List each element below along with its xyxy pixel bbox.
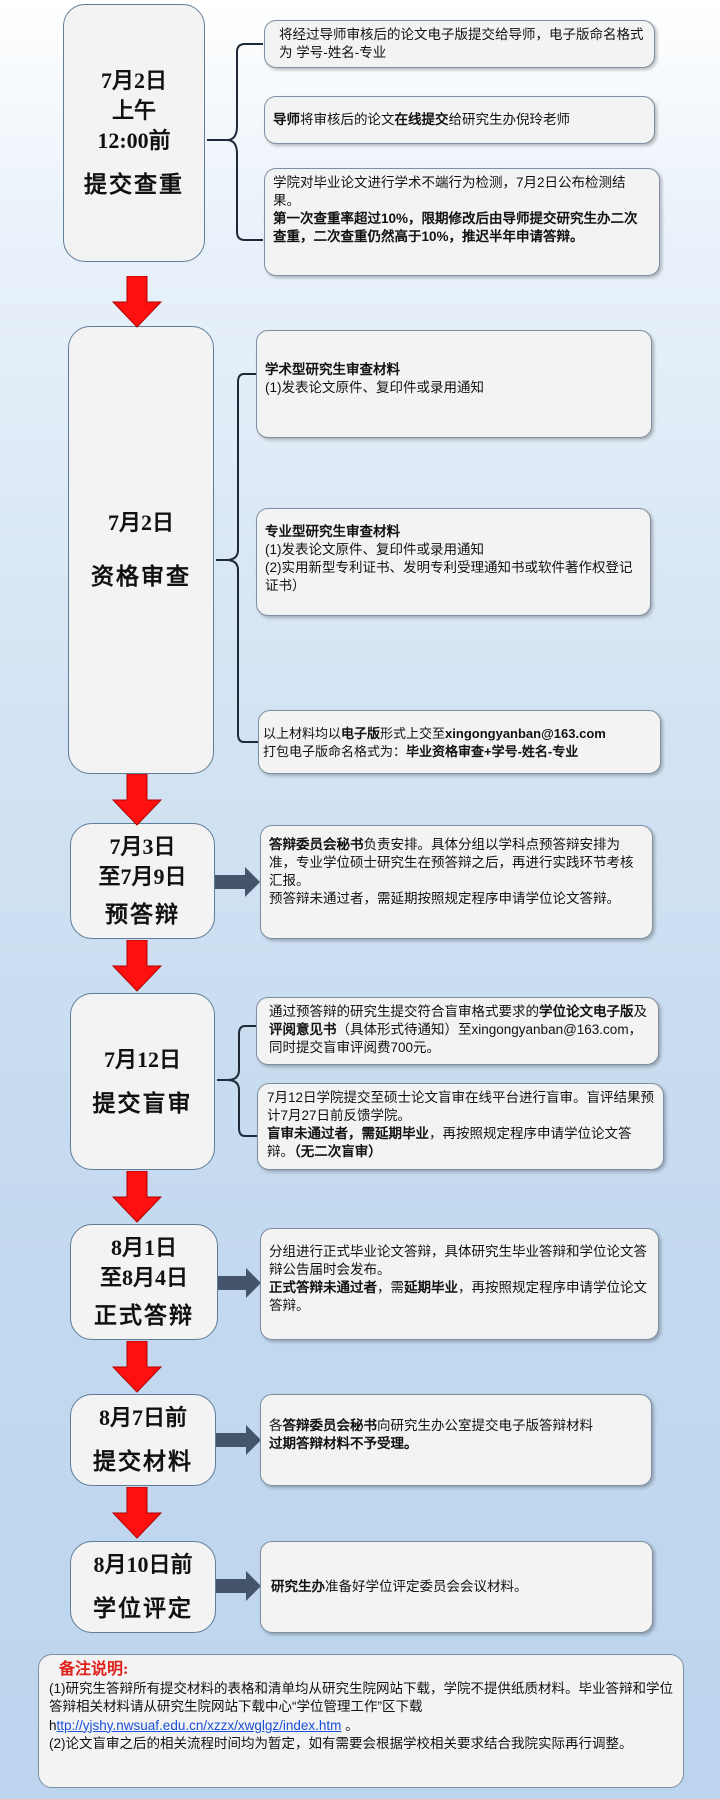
detail-box-electronic-submission: 以上材料均以电子版形式上交至xingongyanban@163.com 打包电子… <box>258 710 661 774</box>
stage-date-line: 12:00前 <box>97 128 171 153</box>
stage-date-line: 7月2日 <box>100 68 167 93</box>
detail-bold: 导师 <box>273 112 300 127</box>
stage-title: 提交盲审 <box>92 1090 193 1116</box>
detail-box-professional-materials: 专业型研究生审查材料 (1)发表论文原件、复印件或录用通知 (2)实用新型专利证… <box>256 508 651 616</box>
stage-date-line: 上午 <box>111 98 156 123</box>
detail-box-submit-materials: 各答辩委员会秘书向研究生办公室提交电子版答辩材料 过期答辩材料不予受理。 <box>260 1394 652 1486</box>
detail-text: 各 <box>269 1418 283 1433</box>
detail-text: 及 <box>633 1004 648 1019</box>
stage-date-line: 8月1日 <box>110 1235 177 1260</box>
detail-text: 打包电子版命名格式为： <box>263 744 407 759</box>
detail-bold: 评阅意见书 <box>269 1022 337 1037</box>
detail-text: 通过预答辩的研究生提交符合盲审格式要求的 <box>269 1004 539 1019</box>
detail-box-advisor-online: 导师将审核后的论文在线提交给研究生办倪玲老师 <box>264 96 655 144</box>
detail-text: 给研究生办倪玲老师 <box>448 112 571 127</box>
detail-text: 分组进行正式毕业论文答辩，具体研究生毕业答辩和学位论文答辩公告届时会发布。 <box>269 1244 647 1277</box>
arrow-down-icon <box>112 774 162 826</box>
stage-degree-evaluation: 8月10日前 学位评定 <box>70 1541 216 1633</box>
stage-date-line: 8月7日前 <box>98 1405 187 1430</box>
notes-text: (1)研究生答辩所有提交材料的表格和清单均从研究生院网站下载，学院不提供纸质材料… <box>49 1680 673 1715</box>
detail-box-academic-materials: 学术型研究生审查材料 (1)发表论文原件、复印件或录用通知 <box>256 330 652 438</box>
bracket-connector <box>217 1025 257 1137</box>
notes-text: h <box>49 1717 57 1733</box>
bracket-connector <box>216 373 260 743</box>
stage-formal-defense: 8月1日 至8月4日 正式答辩 <box>70 1224 218 1340</box>
arrow-down-icon <box>112 1341 162 1393</box>
stage-date-line: 至7月9日 <box>98 864 187 889</box>
detail-text: 学院对毕业论文进行学术不端行为检测，7月2日公布检测结果。 <box>273 175 626 208</box>
detail-box-submit-to-advisor: 将经过导师审核后的论文电子版提交给导师，电子版命名格式为 学号-姓名-专业 <box>264 20 655 68</box>
notes-box: 备注说明: (1)研究生答辩所有提交材料的表格和清单均从研究生院网站下载，学院不… <box>38 1654 684 1788</box>
detail-text: 将审核后的论文 <box>300 112 395 127</box>
detail-text: 预答辩未通过者，需延期按照规定程序申请学位论文答辩。 <box>269 891 620 906</box>
notes-line: (1)研究生答辩所有提交材料的表格和清单均从研究生院网站下载，学院不提供纸质材料… <box>49 1680 673 1736</box>
arrow-down-icon <box>112 1171 162 1223</box>
detail-bold: 延期毕业 <box>404 1280 458 1295</box>
detail-box-pre-defense: 答辩委员会秘书负责安排。具体分组以学科点预答辩安排为准，专业学位硕士研究生在预答… <box>260 825 653 939</box>
stage-title: 提交查重 <box>84 172 184 197</box>
detail-box-blind-result: 7月12日学院提交至硕士论文盲审在线平台进行盲审。盲评结果预计7月27日前反馈学… <box>257 1083 664 1170</box>
detail-box-blind-submission: 通过预答辩的研究生提交符合盲审格式要求的学位论文电子版及评阅意见书（具体形式待通… <box>256 997 659 1065</box>
stage-title: 学位评定 <box>93 1596 193 1621</box>
email-address: xingongyanban@163.com <box>445 726 606 741</box>
detail-bold: 过期答辩材料不予受理。 <box>269 1436 418 1451</box>
stage-title: 资格审查 <box>91 564 191 589</box>
detail-text: 向研究生办公室提交电子版答辩材料 <box>377 1418 593 1433</box>
detail-text: 7月12日学院提交至硕士论文盲审在线平台进行盲审。盲评结果预计7月27日前反馈学… <box>267 1090 655 1123</box>
stage-title: 提交材料 <box>93 1449 193 1474</box>
stage-submit-materials: 8月7日前 提交材料 <box>70 1394 216 1486</box>
detail-bold: 研究生办 <box>271 1579 325 1594</box>
notes-line: (2)论文盲审之后的相关流程时间均为暂定，如有需要会根据学校相关要求结合我院实际… <box>49 1736 633 1751</box>
detail-text: ，再按照规定程序申请学位论文答辩。 <box>269 1280 647 1313</box>
detail-text: （具体形式待通知）至xingongyanban@163.com，同时提交盲审评阅… <box>269 1022 643 1055</box>
detail-bold: 答辩委员会秘书 <box>282 1418 378 1433</box>
detail-text: 准备好学位评定委员会会议材料。 <box>325 1579 528 1594</box>
stage-blind-review: 7月12日 提交盲审 <box>70 993 215 1170</box>
detail-bold: 盲审未通过者，需延期毕业 <box>267 1126 429 1141</box>
detail-bold: 学位论文电子版 <box>539 1004 634 1019</box>
detail-bold: 第一次查重率超过10%，限期修改后由导师提交研究生办二次查重，二次查重仍然高于1… <box>273 211 638 244</box>
notes-text: 。 <box>341 1717 359 1733</box>
detail-text: ，需 <box>377 1280 404 1295</box>
stage-date-line: 至8月4日 <box>99 1265 188 1290</box>
detail-text: (1)发表论文原件、复印件或录用通知 <box>265 380 484 395</box>
detail-bold: 在线提交 <box>394 112 449 127</box>
bracket-connector <box>207 43 263 241</box>
detail-bold: 毕业资格审查+学号-姓名-专业 <box>406 744 579 759</box>
arrow-down-icon <box>112 1487 162 1539</box>
arrow-down-icon <box>112 276 162 328</box>
notes-title: 备注说明: <box>59 1661 129 1678</box>
detail-box-plagiarism-result: 学院对毕业论文进行学术不端行为检测，7月2日公布检测结果。 第一次查重率超过10… <box>264 168 660 276</box>
detail-box-degree-evaluation: 研究生办准备好学位评定委员会会议材料。 <box>260 1541 653 1633</box>
arrow-down-icon <box>112 940 162 992</box>
detail-text: ，再按照规定程序申请学位论文答辩。 <box>267 1126 632 1159</box>
stage-date-line: 7月3日 <box>109 834 176 859</box>
arrow-right-icon <box>216 1571 261 1601</box>
stage-qualification-review: 7月2日 资格审查 <box>68 326 214 774</box>
arrow-right-icon <box>218 1268 261 1298</box>
detail-text: (1)发表论文原件、复印件或录用通知 <box>265 542 484 557</box>
stage-title: 预答辩 <box>105 902 180 927</box>
stage-title: 正式答辩 <box>94 1303 194 1328</box>
detail-text: 形式上交至 <box>380 726 446 741</box>
detail-text: 以上材料均以 <box>263 726 342 741</box>
detail-text: 将经过导师审核后的论文电子版提交给导师，电子版命名格式为 学号-姓名-专业 <box>279 27 644 60</box>
arrow-right-icon <box>216 1425 261 1455</box>
stage-plagiarism-check: 7月2日 上午 12:00前 提交查重 <box>63 4 205 262</box>
detail-box-formal-defense: 分组进行正式毕业论文答辩，具体研究生毕业答辩和学位论文答辩公告届时会发布。 正式… <box>260 1228 659 1340</box>
stage-date-line: 7月2日 <box>107 510 174 535</box>
detail-bold: （无二次盲审） <box>294 1144 382 1159</box>
detail-bold: 正式答辩未通过者 <box>269 1280 377 1295</box>
download-link[interactable]: ttp://yjshy.nwsuaf.edu.cn/xzzx/xwglgz/in… <box>56 1717 342 1733</box>
detail-bold: 答辩委员会秘书 <box>269 837 364 852</box>
detail-text: 负责安排。具体分组以学科点预答辩安排为准，专业学位硕士研究生在预答辩之后，再进行… <box>269 837 634 888</box>
stage-date-line: 8月10日前 <box>93 1552 193 1577</box>
detail-bold: 学术型研究生审查材料 <box>265 362 400 377</box>
detail-text: (2)实用新型专利证书、发明专利受理通知书或软件著作权登记证书） <box>265 560 633 593</box>
stage-date-line: 7月12日 <box>103 1046 181 1072</box>
arrow-right-icon <box>215 867 260 897</box>
stage-pre-defense: 7月3日 至7月9日 预答辩 <box>70 823 215 939</box>
detail-bold: 专业型研究生审查材料 <box>265 524 400 539</box>
detail-bold: 电子版 <box>341 726 381 741</box>
